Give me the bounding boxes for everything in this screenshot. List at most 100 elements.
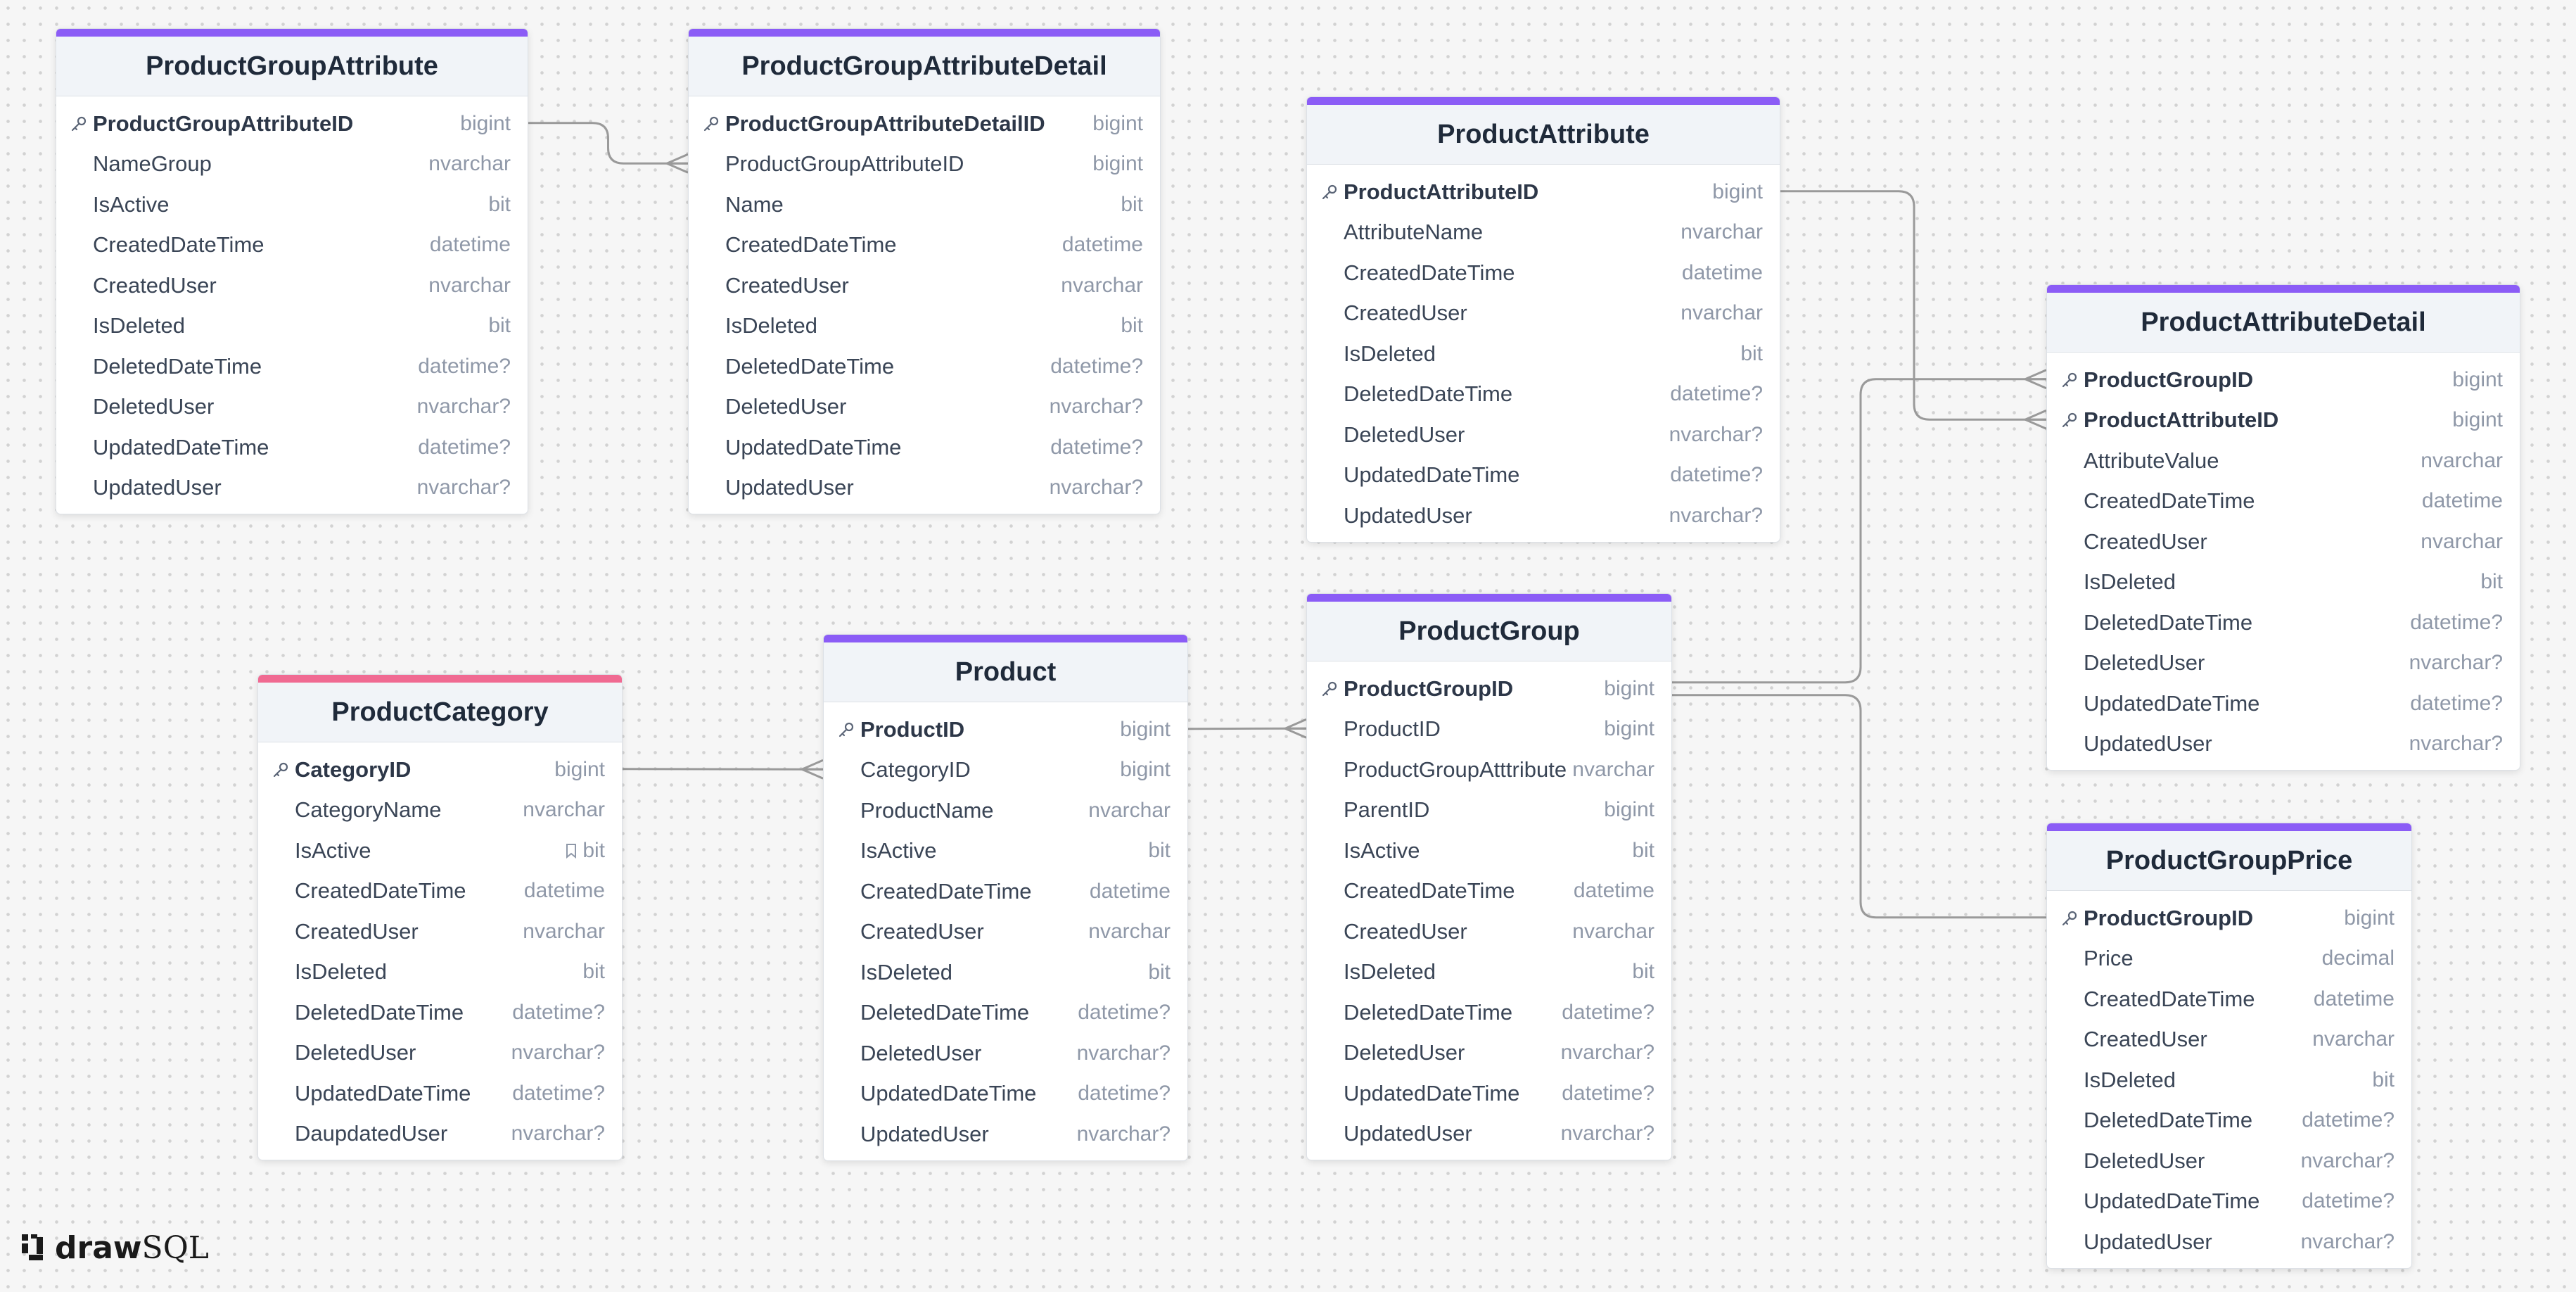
table-title[interactable]: ProductGroup xyxy=(1307,602,1671,661)
relationship-link-product-attribute-to-product-attribute-detail[interactable] xyxy=(1780,190,2046,421)
table-title[interactable]: Product xyxy=(824,642,1187,702)
table-title[interactable]: ProductAttributeDetail xyxy=(2047,293,2520,353)
table-title[interactable]: ProductGroupAttribute xyxy=(56,37,528,96)
table-title[interactable]: ProductGroupPrice xyxy=(2047,831,2411,891)
relationship-link-product-to-product-group[interactable] xyxy=(1187,727,1306,730)
table-title[interactable]: ProductCategory xyxy=(258,683,622,742)
relationship-link-product-group-attribute-to-product-group-attribute-detail[interactable] xyxy=(528,122,688,165)
table-title[interactable]: ProductAttribute xyxy=(1307,105,1780,165)
relationship-link-product-group-to-product-group-price[interactable] xyxy=(1672,694,2046,919)
table-title[interactable]: ProductGroupAttributeDetail xyxy=(689,37,1160,96)
relationship-link-product-category-to-product[interactable] xyxy=(622,768,823,771)
